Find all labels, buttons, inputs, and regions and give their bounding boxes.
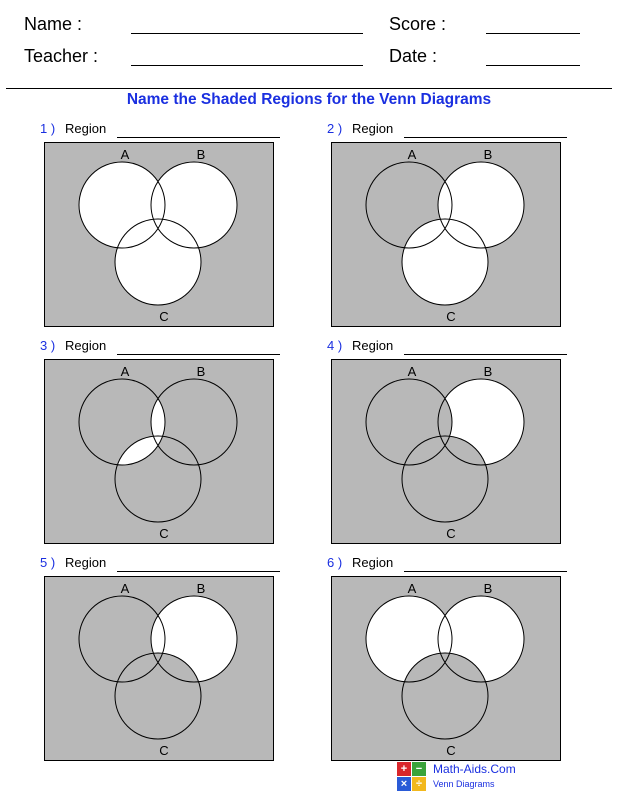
venn-diagram: A B C <box>44 142 274 327</box>
problem-number: 3 ) <box>40 338 56 353</box>
region-fill <box>115 436 165 465</box>
set-label-b: B <box>197 364 206 379</box>
circle-b-outline <box>150 595 238 683</box>
answer-field[interactable] <box>404 571 567 572</box>
answer-field[interactable] <box>404 354 567 355</box>
teacher-label: Teacher : <box>24 46 99 66</box>
date-label: Date : <box>389 46 438 66</box>
circle-a-outline <box>365 378 453 466</box>
set-label-c: C <box>159 526 168 541</box>
set-label-a: A <box>121 364 130 379</box>
score-label: Score : <box>389 14 447 34</box>
region-fill <box>402 653 452 682</box>
circle-b-outline <box>437 161 525 249</box>
problem-1: 1 ) Region A B C <box>40 120 310 327</box>
minus-icon: − <box>412 762 426 776</box>
universal-set-rect <box>331 359 561 544</box>
worksheet-title: Name the Shaded Regions for the Venn Dia… <box>126 91 492 108</box>
region-label: Region <box>352 555 394 570</box>
venn-diagram: A B C <box>331 576 561 761</box>
date-field[interactable] <box>486 65 580 66</box>
logo-subtitle: Venn Diagrams <box>433 779 495 789</box>
circle-b-outline <box>437 378 525 466</box>
math-aids-logo: + − × ÷ Math-Aids.Com Venn Diagrams <box>397 762 537 794</box>
venn-diagram: A B C <box>331 359 561 544</box>
region-label: Region <box>65 338 107 353</box>
problem-number: 6 ) <box>327 555 343 570</box>
times-icon: × <box>397 777 411 791</box>
universal-set-rect <box>44 359 274 544</box>
set-label-a: A <box>408 581 417 596</box>
set-label-c: C <box>159 309 168 324</box>
divide-icon: ÷ <box>412 777 426 791</box>
circle-b-outline <box>437 595 525 683</box>
set-label-a: A <box>408 364 417 379</box>
set-label-c: C <box>446 743 455 758</box>
circle-c-outline <box>114 218 202 306</box>
set-label-b: B <box>484 147 493 162</box>
problem-number: 5 ) <box>40 555 56 570</box>
set-label-c: C <box>159 743 168 758</box>
circle-c-outline <box>114 435 202 523</box>
set-label-a: A <box>121 581 130 596</box>
problem-number: 4 ) <box>327 338 343 353</box>
region-fill <box>438 436 488 465</box>
venn-diagram: A B C <box>331 142 561 327</box>
region-label: Region <box>65 121 107 136</box>
problem-number: 2 ) <box>327 121 343 136</box>
region-fill <box>438 653 488 682</box>
name-label: Name : <box>24 14 83 34</box>
problem-6: 6 ) Region A B C <box>327 554 597 761</box>
set-label-b: B <box>484 581 493 596</box>
circle-a-outline <box>78 161 166 249</box>
answer-field[interactable] <box>117 354 280 355</box>
region-fill <box>151 653 201 682</box>
problem-number: 1 ) <box>40 121 56 136</box>
region-label: Region <box>65 555 107 570</box>
circle-b-outline <box>150 378 238 466</box>
name-field[interactable] <box>131 33 363 34</box>
circle-c-outline <box>401 218 489 306</box>
answer-field[interactable] <box>117 571 280 572</box>
circle-a-outline <box>78 378 166 466</box>
set-label-a: A <box>408 147 417 162</box>
answer-field[interactable] <box>404 137 567 138</box>
circle-a-outline <box>365 161 453 249</box>
set-label-b: B <box>197 147 206 162</box>
region-fill <box>115 219 201 305</box>
circle-a-outline <box>365 595 453 683</box>
set-label-a: A <box>121 147 130 162</box>
set-label-b: B <box>484 364 493 379</box>
universal-set-rect <box>331 576 561 761</box>
region-label: Region <box>352 338 394 353</box>
circle-c-outline <box>401 652 489 740</box>
score-field[interactable] <box>486 33 580 34</box>
venn-diagram: A B C <box>44 576 274 761</box>
circle-c-outline <box>401 435 489 523</box>
problem-2: 2 ) Region A B C <box>327 120 597 327</box>
circle-a-outline <box>78 595 166 683</box>
logo-name: Math-Aids.Com <box>433 762 516 776</box>
plus-icon: + <box>397 762 411 776</box>
set-label-c: C <box>446 309 455 324</box>
set-label-c: C <box>446 526 455 541</box>
region-label: Region <box>352 121 394 136</box>
problem-5: 5 ) Region A B C <box>40 554 310 761</box>
universal-set-rect <box>44 576 274 761</box>
teacher-field[interactable] <box>131 65 363 66</box>
logo-icon: + − × ÷ <box>397 762 427 792</box>
problem-4: 4 ) Region A B C <box>327 337 597 544</box>
set-label-b: B <box>197 581 206 596</box>
header-divider <box>6 88 612 89</box>
problem-3: 3 ) Region A B C <box>40 337 310 544</box>
circle-b-outline <box>150 161 238 249</box>
region-fill <box>402 219 488 305</box>
answer-field[interactable] <box>117 137 280 138</box>
circle-c-outline <box>114 652 202 740</box>
venn-diagram: A B C <box>44 359 274 544</box>
